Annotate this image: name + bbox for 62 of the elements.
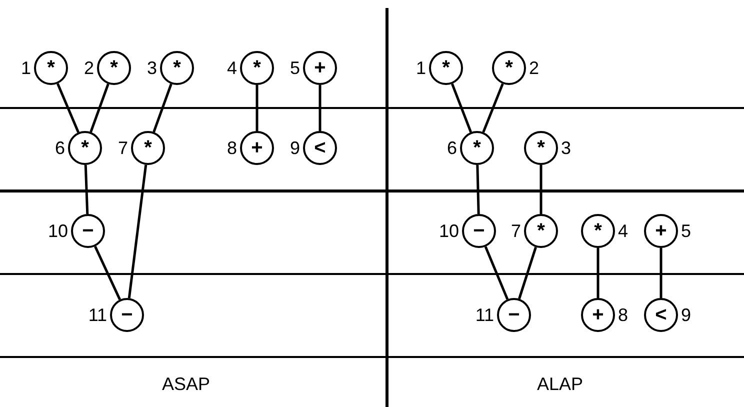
- node-number: 5: [290, 57, 300, 79]
- connector-line: [94, 246, 121, 300]
- connector-line: [482, 83, 504, 133]
- operation-circle: +: [240, 131, 274, 165]
- connector-line: [128, 164, 148, 298]
- operation-circle: *: [492, 51, 526, 85]
- operation-circle: *: [581, 214, 615, 248]
- node-number: 1: [416, 57, 426, 79]
- connector-line: [56, 83, 80, 133]
- node-number: 4: [618, 220, 628, 242]
- node-number: 7: [510, 220, 521, 242]
- operation-circle: <: [644, 298, 678, 332]
- node-number: 11: [88, 304, 107, 326]
- node-number: 6: [54, 137, 65, 159]
- connector-line: [90, 84, 110, 132]
- operation-circle: *: [131, 131, 165, 165]
- column-label: ASAP: [162, 373, 210, 395]
- operation-circle: −: [462, 214, 496, 248]
- operation-circle: <: [303, 131, 337, 165]
- operation-circle: +: [581, 298, 615, 332]
- node-number: 9: [681, 304, 692, 326]
- node-number: 9: [290, 137, 300, 159]
- operation-circle: −: [497, 298, 531, 332]
- operation-circle: *: [429, 51, 463, 85]
- node-number: 3: [561, 137, 572, 159]
- operation-circle: −: [110, 298, 144, 332]
- connector-line: [596, 248, 600, 298]
- connector-line: [450, 83, 472, 133]
- operation-circle: *: [34, 51, 68, 85]
- node-number: 2: [84, 57, 94, 79]
- node-number: 10: [438, 220, 459, 242]
- node-number: 7: [118, 137, 128, 159]
- operation-circle: +: [644, 214, 678, 248]
- connector-line: [484, 246, 509, 300]
- operation-circle: *: [524, 214, 558, 248]
- operation-circle: *: [160, 51, 194, 85]
- operation-circle: −: [71, 214, 105, 248]
- node-number: 4: [226, 57, 237, 79]
- node-number: 5: [681, 220, 692, 242]
- node-number: 10: [48, 220, 68, 242]
- node-number: 1: [20, 57, 31, 79]
- connector-line: [540, 165, 542, 214]
- operation-circle: +: [303, 51, 337, 85]
- node-number: 8: [226, 137, 237, 159]
- node-number: 2: [529, 57, 540, 79]
- node-number: 3: [146, 57, 157, 79]
- node-number: 11: [475, 304, 494, 326]
- connector-line: [518, 246, 537, 300]
- node-number: 6: [446, 137, 457, 159]
- operation-circle: *: [460, 131, 494, 165]
- connector-line: [660, 248, 662, 298]
- operation-circle: *: [524, 131, 558, 165]
- operation-circle: *: [240, 51, 274, 85]
- operation-circle: *: [68, 131, 102, 165]
- connector-line: [256, 85, 258, 131]
- connector-line: [476, 164, 480, 214]
- connector-line: [318, 85, 322, 131]
- node-number: 8: [618, 304, 628, 326]
- connector-line: [152, 84, 172, 132]
- connector-line: [84, 164, 89, 214]
- column-label: ALAP: [536, 373, 584, 395]
- operation-circle: *: [97, 51, 131, 85]
